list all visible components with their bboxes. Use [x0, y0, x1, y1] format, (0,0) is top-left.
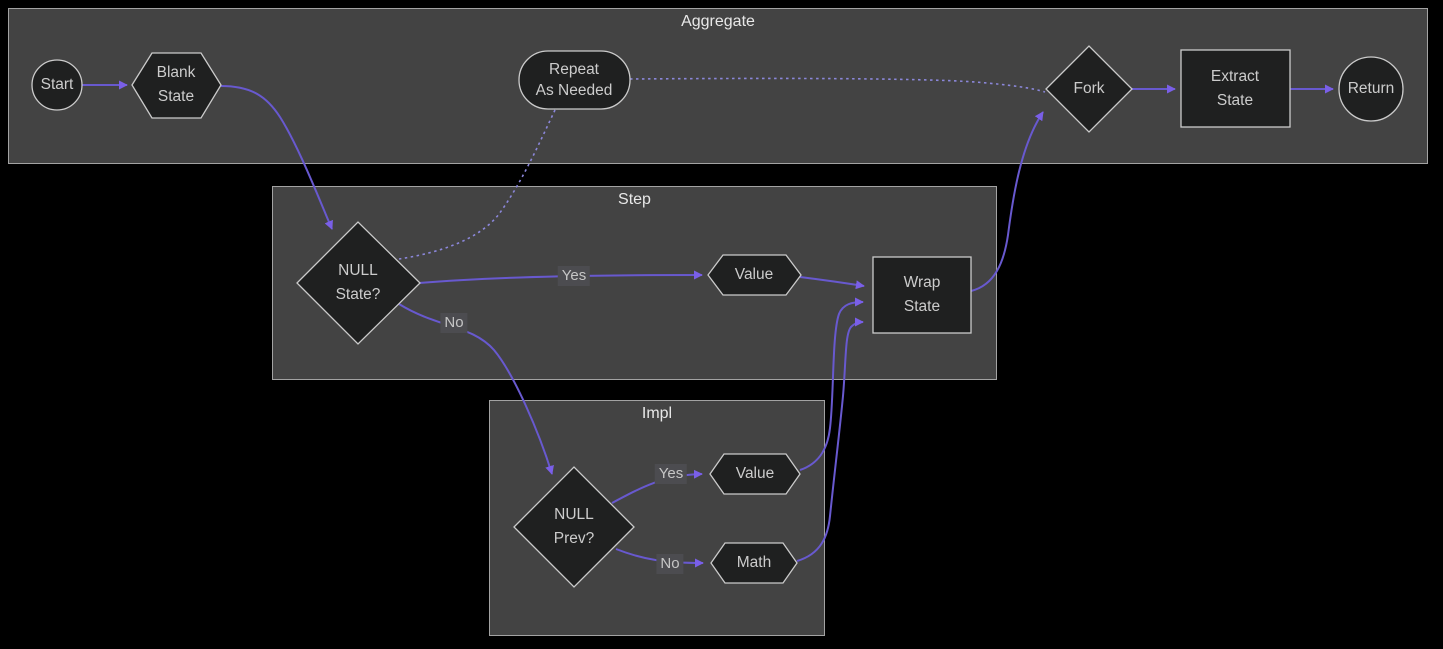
edge-repeat-to-null-state-dotted [398, 109, 556, 260]
blank-state-node-shape [131, 52, 222, 119]
edge-null-prev-yes-to-impl-value [611, 469, 703, 504]
fork-node-shape [1045, 45, 1133, 133]
wrap-state-node-shape [872, 256, 972, 334]
step-value-node-shape [707, 254, 802, 296]
edge-null-state-no-to-null-prev [398, 303, 554, 475]
edge-label-step-yes: Yes [557, 266, 591, 286]
edge-label-impl-no: No [656, 554, 684, 574]
edge-math-to-wrap-state [796, 317, 864, 562]
cluster-aggregate-title: Aggregate [681, 13, 755, 30]
edge-impl-value-to-wrap-state [799, 297, 864, 471]
return-node-shape [1338, 56, 1404, 122]
cluster-impl-title: Impl [641, 405, 673, 422]
edge-repeat-to-fork-dotted [629, 77, 1046, 93]
null-state-node-shape [296, 221, 421, 345]
edge-blank-state-to-null-state [220, 85, 333, 230]
edge-label-impl-yes: Yes [654, 464, 688, 484]
impl-value-node-shape [709, 453, 801, 495]
math-node-shape [710, 542, 798, 584]
null-prev-node-shape [513, 466, 635, 588]
repeat-as-needed-node-shape [518, 50, 631, 110]
edge-step-value-to-wrap-state [799, 276, 865, 290]
edge-label-step-no: No [440, 313, 468, 333]
extract-state-node-shape [1180, 49, 1291, 128]
start-node-shape [31, 59, 83, 111]
edge-null-prev-no-to-math [615, 548, 704, 568]
edge-wrap-state-to-fork [970, 111, 1044, 292]
cluster-step-title: Step [618, 191, 651, 208]
